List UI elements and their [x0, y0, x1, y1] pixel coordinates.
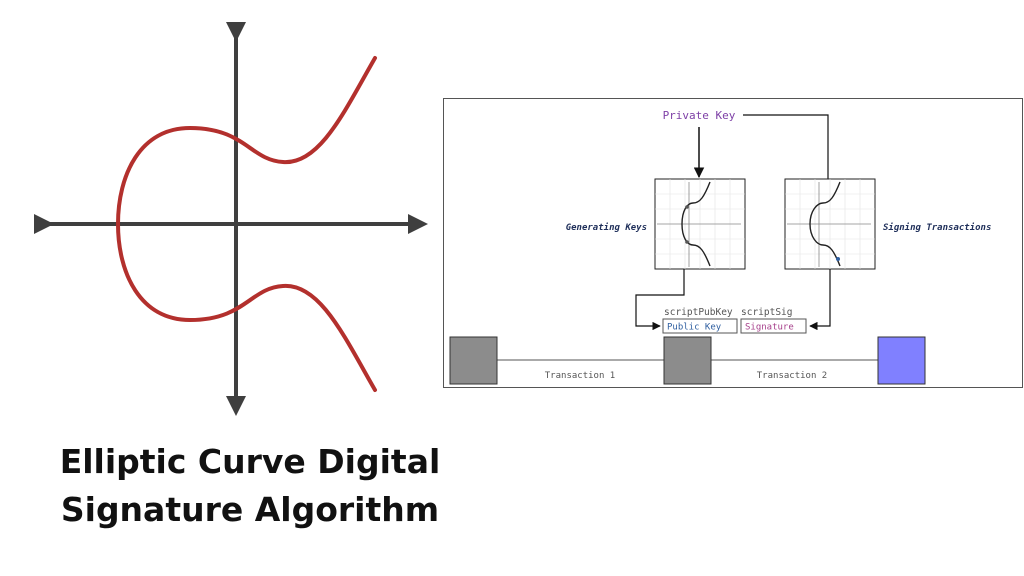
signing-transactions-label: Signing Transactions — [883, 222, 991, 233]
signature-text: Signature — [745, 323, 794, 333]
transaction-block-left — [449, 336, 498, 385]
transaction-block-right — [877, 336, 926, 385]
public-key-text: Public Key — [667, 323, 722, 333]
ecdsa-diagram-panel: Private Key — [443, 98, 1023, 388]
elliptic-curve-figure — [34, 22, 428, 416]
generate-to-public-key-arrow — [635, 269, 685, 331]
page-title: Elliptic Curve Digital Signature Algorit… — [30, 438, 470, 534]
private-key-label: Private Key — [663, 109, 736, 122]
public-key-box — [662, 318, 738, 334]
page-title-line-1: Elliptic Curve Digital — [59, 442, 441, 481]
sign-to-signature-arrow — [809, 269, 831, 331]
transaction-2-label: Transaction 2 — [757, 371, 827, 381]
signing-transactions-plot — [784, 178, 876, 270]
generating-keys-plot — [654, 178, 746, 270]
page-title-line-2: Signature Algorithm — [60, 490, 440, 529]
script-pubkey-label: scriptPubKey — [664, 307, 733, 318]
generating-keys-label: Generating Keys — [566, 222, 647, 233]
private-key-to-sign-line — [743, 114, 829, 179]
signature-box — [740, 318, 807, 334]
script-sig-label: scriptSig — [741, 307, 792, 318]
elliptic-curve — [115, 56, 377, 392]
transaction-block-middle — [663, 336, 712, 385]
transaction-1-label: Transaction 1 — [545, 371, 615, 381]
